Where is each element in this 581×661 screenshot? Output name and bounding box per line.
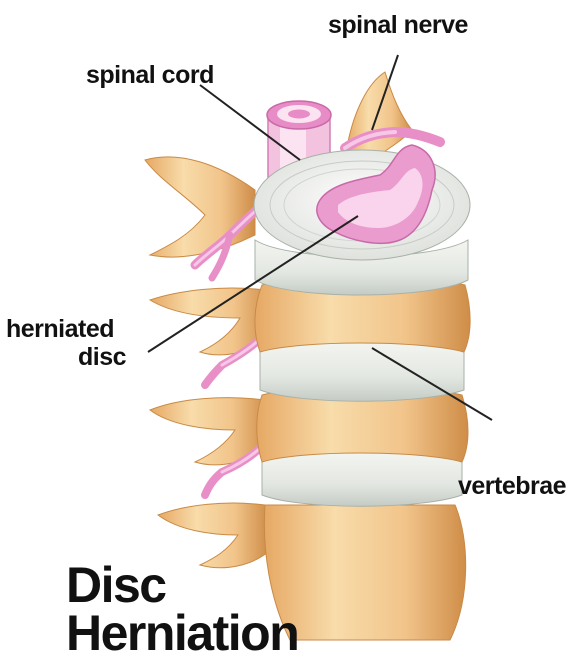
label-vertebrae: vertebrae <box>458 474 566 499</box>
title-line-2: Herniation <box>66 608 298 658</box>
vertebral-column <box>254 145 470 640</box>
title-line-1: Disc <box>66 560 166 610</box>
label-spinal-nerve: spinal nerve <box>328 13 468 38</box>
transverse-process-1 <box>145 157 255 257</box>
label-herniated-disc-line2: disc <box>78 345 126 370</box>
label-herniated-disc-line1: herniated <box>6 317 114 342</box>
transverse-process-4 <box>158 503 268 568</box>
label-spinal-cord: spinal cord <box>86 63 214 88</box>
